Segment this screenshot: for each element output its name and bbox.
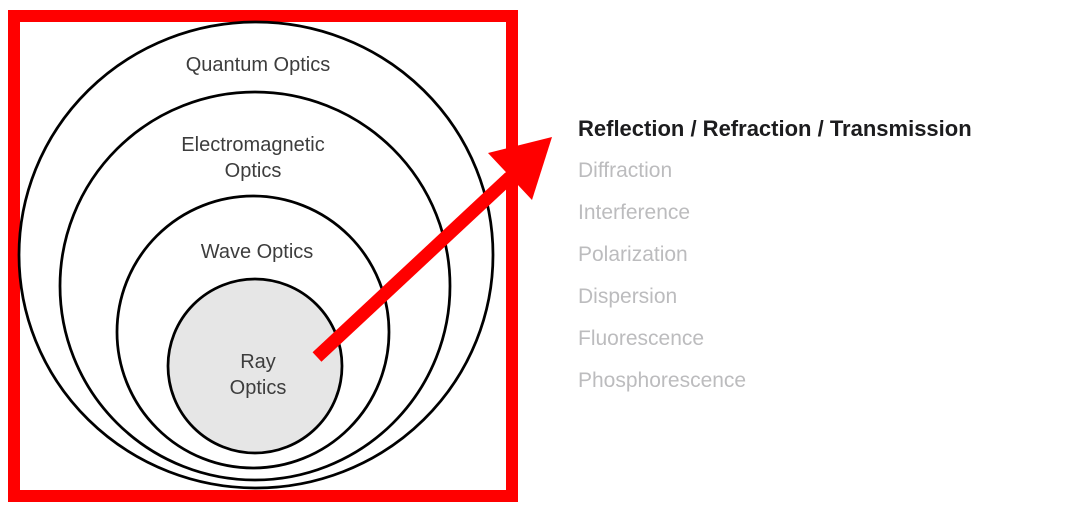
phenomena-item-phosphorescence: Phosphorescence (578, 369, 747, 392)
electromagnetic-optics-label-line1: Electromagnetic (181, 134, 324, 156)
phenomena-item-interference: Interference (578, 201, 691, 224)
phenomena-item-dispersion: Dispersion (578, 285, 678, 308)
phenomena-list: Reflection / Refraction / Transmission D… (578, 108, 1058, 402)
electromagnetic-optics-circle (58, 90, 452, 482)
arrow-shaft (312, 172, 515, 362)
quantum-optics-circle (17, 20, 495, 490)
wave-optics-circle (115, 194, 391, 470)
phenomena-item-diffraction: Diffraction (578, 159, 673, 182)
ray-optics-circle (166, 277, 344, 455)
phenomena-item-highlighted: Reflection / Refraction / Transmission (578, 116, 972, 141)
ray-optics-label-line1: Ray (240, 351, 276, 373)
ray-optics-label-line2: Optics (230, 377, 287, 399)
phenomena-item-fluorescence: Fluorescence (578, 327, 705, 350)
quantum-optics-label: Quantum Optics (186, 54, 331, 76)
optics-venn-diagram: Quantum Optics Electromagnetic Optics Wa… (8, 10, 552, 502)
phenomena-item-polarization: Polarization (578, 243, 688, 266)
wave-optics-label: Wave Optics (201, 241, 314, 263)
arrow-head-icon (488, 137, 552, 200)
electromagnetic-optics-label-line2: Optics (225, 160, 282, 182)
red-frame (8, 10, 518, 502)
